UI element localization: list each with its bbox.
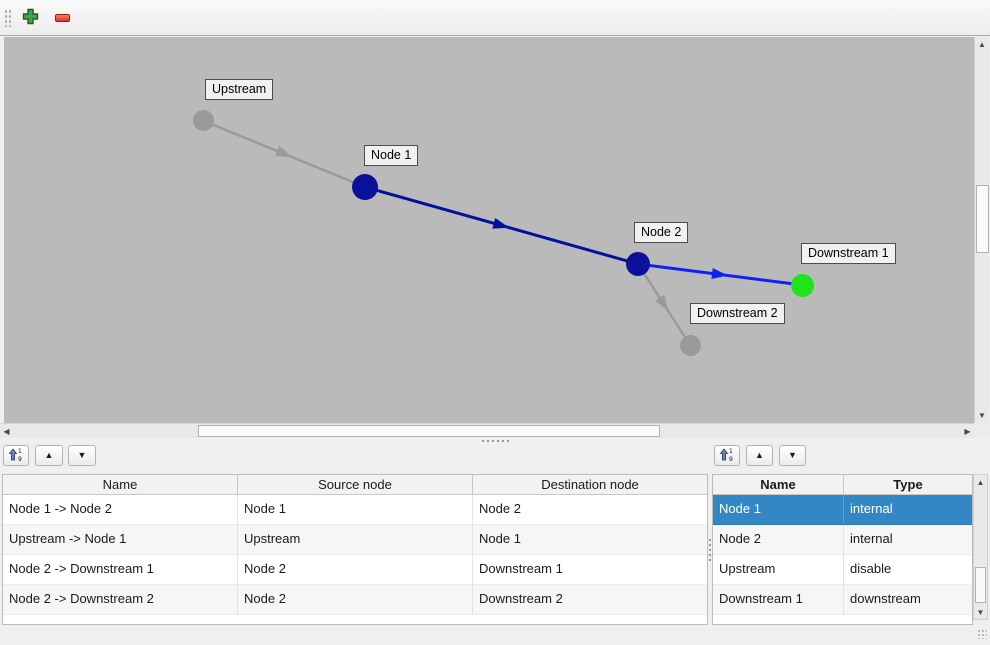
triangle-down-icon: ▼ [77,450,87,460]
arrowhead-icon [492,218,510,229]
cell-destination[interactable]: Downstream 1 [473,555,707,585]
scroll-right-icon[interactable]: ▶ [961,424,974,438]
cell-source[interactable]: Node 2 [238,555,473,585]
svg-text:9: 9 [729,456,733,462]
minus-icon [54,14,70,22]
scroll-left-icon[interactable]: ◀ [0,424,13,438]
cell-destination[interactable]: Node 2 [473,495,707,525]
table-row[interactable]: Node 1 -> Node 2 Node 1 Node 2 [3,495,707,525]
scroll-down-icon[interactable]: ▼ [975,408,989,423]
canvas-vertical-scrollbar[interactable]: ▲ ▼ [974,37,989,423]
cell-type[interactable]: disable [844,555,972,585]
svg-text:1: 1 [18,448,22,455]
cell-name[interactable]: Upstream [713,555,844,585]
cell-type[interactable]: internal [844,495,972,525]
plus-icon [22,8,39,28]
table-row[interactable]: Node 2 -> Downstream 1 Node 2 Downstream… [3,555,707,585]
table-row[interactable]: Upstream disable [713,555,972,585]
node-label-node1: Node 1 [364,145,419,166]
arrowhead-icon [711,268,728,279]
node-label-downstream1: Downstream 1 [801,243,896,264]
nodes-move-down-button[interactable]: ▼ [779,445,806,466]
remove-button[interactable] [51,7,73,29]
node-label-downstream2: Downstream 2 [690,303,785,324]
node-node2[interactable] [626,252,650,276]
node-upstream[interactable] [193,110,214,131]
column-header-name[interactable]: Name [713,475,844,495]
table-row[interactable]: Downstream 1 downstream [713,585,972,615]
cell-source[interactable]: Node 1 [238,495,473,525]
canvas-horizontal-scrollbar[interactable]: ◀ ▶ [0,423,974,438]
arrowhead-icon [655,294,669,312]
graph-edges-layer [203,119,803,346]
pane-splitter-horizontal[interactable] [0,438,990,444]
column-header-name[interactable]: Name [3,475,238,495]
sort-ascending-icon: 1 9 [719,447,734,465]
table-empty-area[interactable] [713,615,972,624]
edges-table: Name Source node Destination node Node 1… [2,474,708,625]
table-row-selected[interactable]: Node 1 internal [713,495,972,525]
cell-name[interactable]: Node 2 -> Downstream 2 [3,585,238,615]
svg-text:9: 9 [18,456,22,462]
cell-destination[interactable]: Node 1 [473,525,707,555]
node-node1[interactable] [352,174,378,200]
scroll-up-icon[interactable]: ▲ [974,475,987,489]
node-label-upstream: Upstream [205,79,274,100]
column-header-destination[interactable]: Destination node [473,475,707,495]
nodes-move-up-button[interactable]: ▲ [746,445,773,466]
scroll-down-icon[interactable]: ▼ [974,605,987,619]
scroll-up-icon[interactable]: ▲ [975,37,989,52]
scrollbar-corner [974,423,990,438]
edges-move-up-button[interactable]: ▲ [35,445,63,466]
edges-table-header-row: Name Source node Destination node [3,475,707,495]
cell-type[interactable]: internal [844,525,972,555]
node-downstream1[interactable] [791,274,814,297]
cell-source[interactable]: Node 2 [238,585,473,615]
column-header-type[interactable]: Type [844,475,972,495]
sort-ascending-icon: 1 9 [8,447,23,465]
add-button[interactable] [19,7,41,29]
cell-name[interactable]: Node 1 [713,495,844,525]
node-downstream2[interactable] [680,335,701,356]
triangle-down-icon: ▼ [788,450,797,460]
nodes-table-header-row: Name Type [713,475,972,495]
graph-canvas[interactable]: Upstream Node 1 Node 2 Downstream 1 Down… [4,37,974,423]
edges-move-down-button[interactable]: ▼ [68,445,96,466]
window-resize-grip[interactable] [977,629,987,639]
vertical-scroll-thumb[interactable] [975,567,986,603]
table-row[interactable]: Node 2 internal [713,525,972,555]
node-label-node2: Node 2 [634,222,689,243]
cell-name[interactable]: Node 1 -> Node 2 [3,495,238,525]
table-empty-area[interactable] [3,615,707,624]
table-row[interactable]: Node 2 -> Downstream 2 Node 2 Downstream… [3,585,707,615]
main-toolbar [0,0,990,36]
triangle-up-icon: ▲ [755,450,764,460]
arrowhead-icon [275,145,292,158]
cell-name[interactable]: Downstream 1 [713,585,844,615]
table-row[interactable]: Upstream -> Node 1 Upstream Node 1 [3,525,707,555]
cell-source[interactable]: Upstream [238,525,473,555]
nodes-table-vertical-scrollbar[interactable]: ▲ ▼ [973,474,988,620]
cell-destination[interactable]: Downstream 2 [473,585,707,615]
pane-splitter-vertical[interactable] [708,474,712,625]
edges-sort-button[interactable]: 1 9 [3,445,29,466]
cell-name[interactable]: Node 2 [713,525,844,555]
vertical-scroll-thumb[interactable] [976,185,989,253]
cell-name[interactable]: Node 2 -> Downstream 1 [3,555,238,585]
column-header-source[interactable]: Source node [238,475,473,495]
horizontal-scroll-thumb[interactable] [198,425,660,437]
nodes-table: Name Type Node 1 internal Node 2 interna… [712,474,973,625]
cell-type[interactable]: downstream [844,585,972,615]
nodes-sort-button[interactable]: 1 9 [714,445,740,466]
triangle-up-icon: ▲ [44,450,54,460]
splitter-grip-icon [481,440,509,442]
svg-text:1: 1 [729,448,733,455]
cell-name[interactable]: Upstream -> Node 1 [3,525,238,555]
toolbar-drag-handle[interactable] [4,9,12,27]
